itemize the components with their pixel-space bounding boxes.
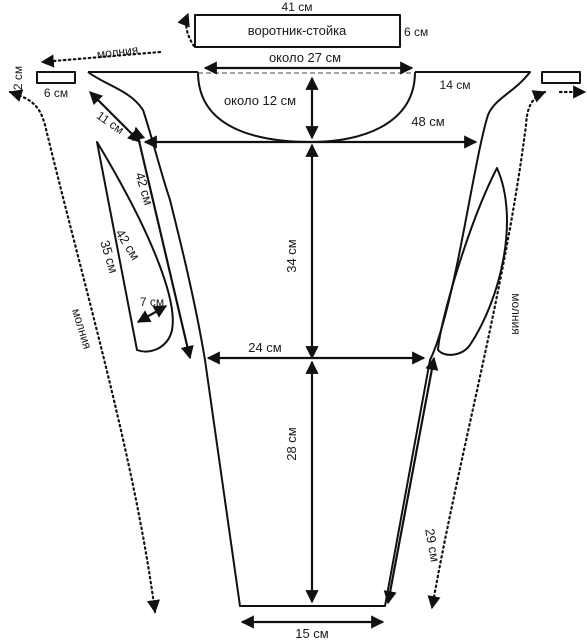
collar-height-label: 6 см (404, 25, 428, 39)
neck-depth-label: около 12 см (224, 93, 296, 108)
zipper-top-left-dotted-arrow (40, 50, 162, 68)
waist-label: 24 см (248, 340, 282, 355)
shoulder-label: 14 см (440, 78, 471, 92)
collar-rect (194, 14, 401, 48)
tab-side-label: 2 см (11, 66, 25, 90)
left-tab (36, 71, 76, 84)
side-lower-label: 29 см (422, 527, 443, 563)
zipper-left-dotted-arrow (8, 89, 160, 614)
hem-label: 15 см (295, 626, 329, 640)
tab-len-label: 6 см (44, 86, 68, 100)
collar-name-label: воротник-стойка (248, 23, 347, 38)
collar-width-label: 41 см (282, 0, 313, 14)
body-upper-label: 34 см (284, 239, 299, 273)
chest-label: 48 см (411, 114, 445, 129)
neck-width-label: около 27 см (269, 50, 341, 65)
sleeve-side-label: 35 см (97, 238, 121, 274)
sleeve-edge-label: 42 см (132, 170, 156, 206)
right-sleeve-piece (437, 167, 508, 356)
zipper-top-dotted-arrow (177, 12, 196, 48)
sleeve-edge-dim (132, 126, 194, 360)
zipper-left-label: молния (69, 307, 95, 351)
zipper-right-label: молния (509, 293, 523, 335)
sleeve-cuff-label: 7 см (140, 295, 164, 309)
right-tab (541, 71, 581, 84)
side-lower-dim (383, 356, 439, 605)
body-outline (87, 71, 531, 607)
zipper-top-label: молния (96, 43, 139, 62)
zipper-right-dotted-arrow (427, 90, 547, 610)
body-lower-label: 28 см (284, 427, 299, 461)
